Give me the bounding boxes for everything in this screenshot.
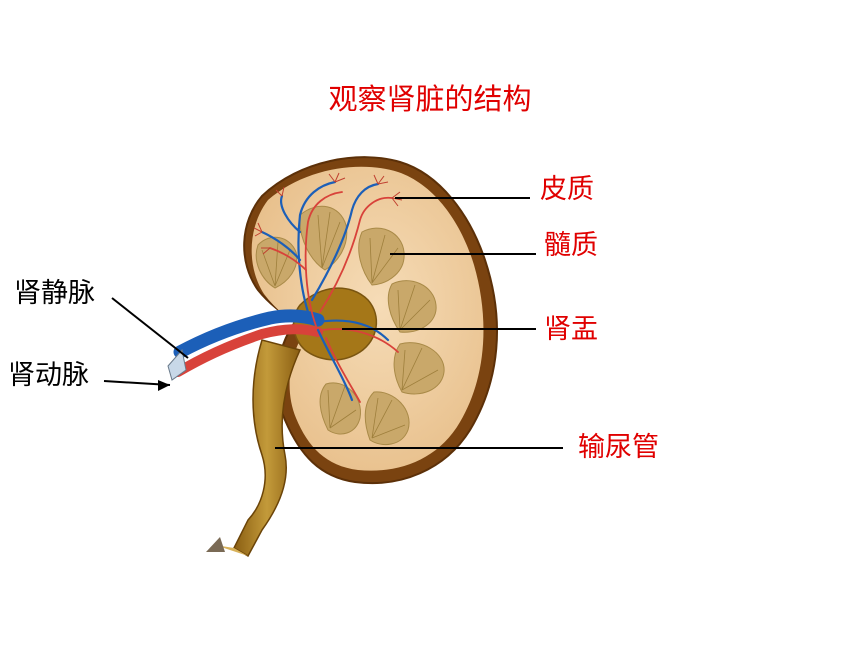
renal-pelvis bbox=[293, 287, 378, 361]
label-medulla: 髓质 bbox=[544, 230, 598, 261]
leader-renal-artery-arrow bbox=[158, 380, 170, 391]
ureter bbox=[233, 339, 302, 558]
renal-vein bbox=[173, 309, 325, 359]
pyramid-striations bbox=[261, 211, 439, 439]
label-ureter: 输尿管 bbox=[578, 432, 659, 463]
page-title: 观察肾脏的结构 bbox=[328, 82, 532, 116]
pyramid-6 bbox=[364, 391, 410, 446]
leader-lines bbox=[103, 197, 563, 449]
pyramid-4 bbox=[387, 280, 437, 333]
label-renal-artery: 肾动脉 bbox=[8, 360, 89, 391]
label-renal-vein: 肾静脉 bbox=[14, 278, 95, 309]
capillary-tufts bbox=[253, 172, 403, 255]
vessel-cut-ends bbox=[167, 348, 187, 381]
label-cortex: 皮质 bbox=[540, 174, 594, 205]
ureter-tip bbox=[206, 537, 225, 552]
leader-renal-vein bbox=[111, 297, 189, 359]
artery-branches bbox=[269, 191, 399, 403]
renal-artery bbox=[173, 324, 323, 377]
label-pelvis: 肾盂 bbox=[544, 314, 598, 345]
vein-branches bbox=[260, 180, 390, 402]
